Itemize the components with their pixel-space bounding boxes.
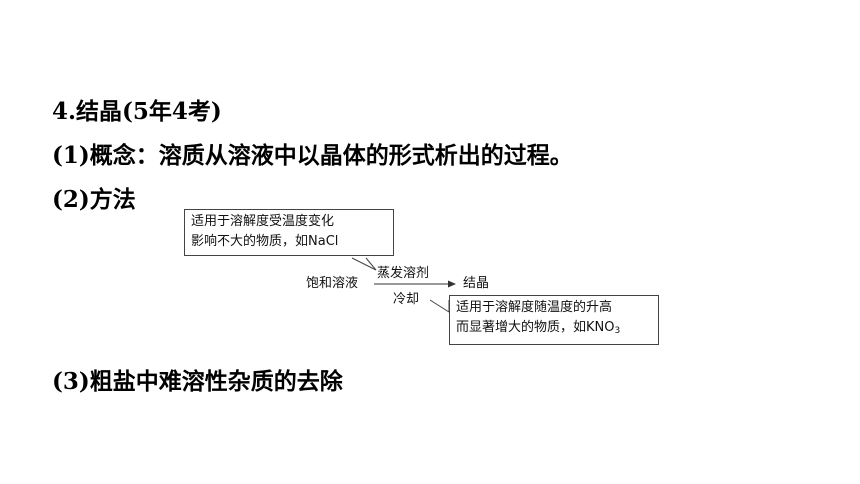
note-evaporation-line2: 影响不大的物质，如NaCl (191, 234, 339, 249)
upper-condition-label: 蒸发溶剂 (377, 266, 430, 281)
note-cooling-line2: 而显著增大的物质，如KNO3 (456, 318, 652, 341)
crude-salt-heading: (3)粗盐中难溶性杂质的去除 (52, 368, 343, 395)
note-cooling-line2-text: 而显著增大的物质，如KNO (456, 320, 615, 335)
note-evaporation: 适用于溶解度受温度变化 影响不大的物质，如NaCl (184, 209, 394, 256)
note-cooling-line1: 适用于溶解度随温度的升高 (456, 300, 613, 315)
arrow-head (448, 280, 456, 288)
section-title: 4.结晶(5年4考) (52, 98, 222, 125)
callout-pointer-evaporation (351, 257, 377, 271)
method-heading: (2)方法 (52, 186, 136, 213)
concept-line: (1)概念：溶质从溶液中以晶体的形式析出的过程。 (52, 142, 573, 169)
note-cooling-subscript: 3 (614, 326, 621, 336)
callout-pointer-cooling (429, 299, 450, 313)
note-cooling: 适用于溶解度随温度的升高 而显著增大的物质，如KNO3 (449, 295, 659, 345)
lower-condition-label: 冷却 (393, 292, 420, 307)
note-evaporation-line1: 适用于溶解度受温度变化 (191, 214, 335, 229)
end-label: 结晶 (463, 276, 490, 291)
start-label: 饱和溶液 (306, 276, 359, 291)
